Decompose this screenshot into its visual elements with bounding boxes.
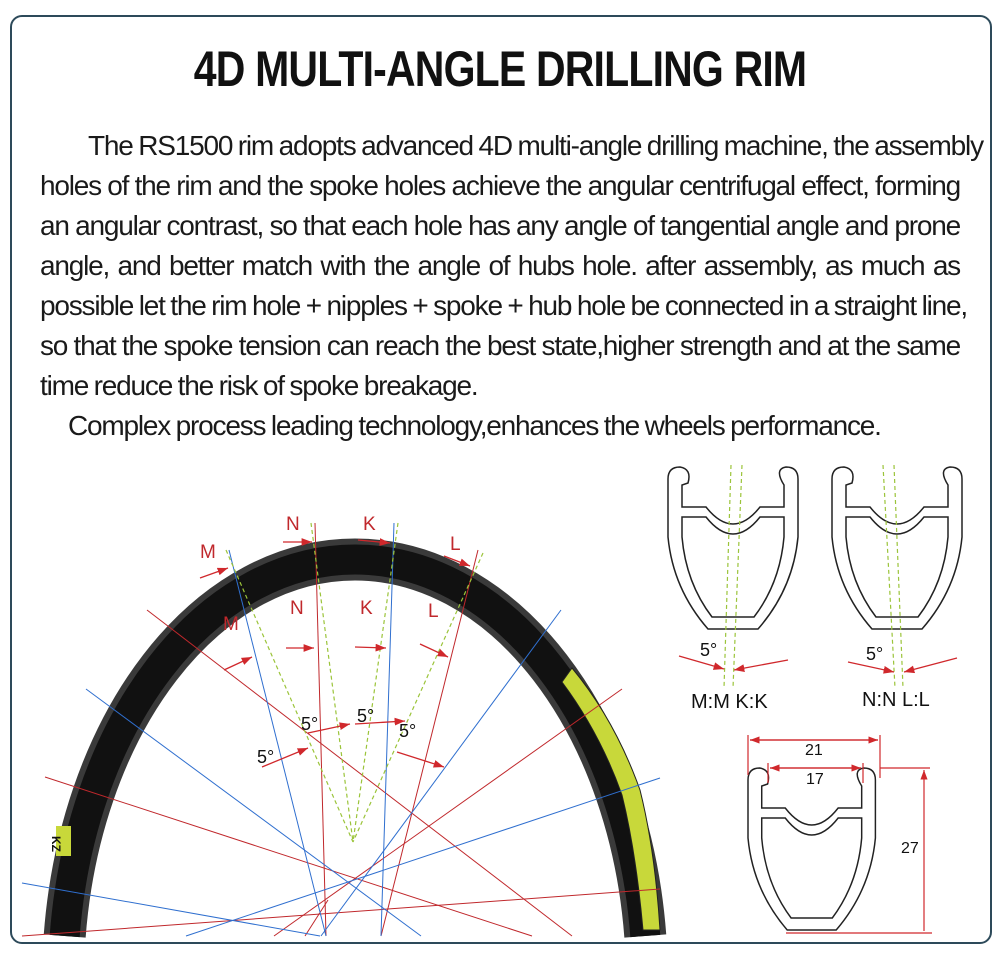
spoke [228,549,327,937]
wheel: KZ M N K L M [21,514,667,938]
spoke [185,777,661,937]
section-caption: N:N L:L [862,689,930,711]
page-title: 4D MULTI-ANGLE DRILLING RIM [193,41,807,97]
label-arrows [199,538,471,768]
section-angle: 5° [700,640,717,660]
rim-decal [561,667,661,931]
description-line: time reduce the risk of spoke breakage. [40,370,479,401]
description-line: so that the spoke tension can reach the … [40,330,961,361]
angle-label: 5° [399,721,416,741]
label-k-outer: K [363,514,376,535]
rim-band [49,544,661,938]
spoke-axis-dashed [225,522,484,843]
label-m-inner: M [223,614,239,635]
section-caption: M:M K:K [691,691,768,713]
description-line: angle, and better match with the angle o… [40,250,961,281]
cross-section-nl: 5° N:N L:L [831,464,963,711]
angle-label: 5° [357,706,374,726]
dimension-inner-width: 17 [806,771,824,788]
spoke [314,522,327,937]
spoke [146,609,573,937]
spoke [21,888,661,937]
kz-decal [56,826,71,856]
description-line: possible let the rim hole + nipples + sp… [40,290,968,321]
spoke [320,609,562,937]
spoke [273,688,623,937]
angle-label: 5° [301,714,318,734]
description-line: The RS1500 rim adopts advanced 4D multi-… [88,130,984,161]
label-l-outer: L [450,534,461,555]
angle-label: 5° [257,747,274,767]
spoke [380,522,395,937]
description: The RS1500 rim adopts advanced 4D multi-… [40,126,984,446]
dimension-drawing: 21 17 27 [747,735,932,934]
label-k-inner: K [360,598,373,619]
spokes-blue [21,522,661,937]
cross-section-mk: 5° M:M K:K [667,464,799,713]
spoke [304,899,329,937]
label-m-outer: M [200,542,216,563]
spokes-red [21,522,661,937]
hole-labels: M N K L M N K L [200,514,461,635]
spoke [21,882,321,937]
label-n-outer: N [286,514,300,535]
label-l-inner: L [428,601,439,622]
product-panel [10,15,992,944]
kz-decal-text: KZ [49,836,63,852]
angle-labels: 5° 5° 5° 5° [257,706,416,767]
description-line: an angular contrast, so that each hole h… [40,210,961,241]
section-angle: 5° [866,644,883,664]
label-n-inner: N [290,598,304,619]
spoke [85,688,422,937]
spoke [44,776,533,937]
dimension-height: 27 [901,840,919,857]
description-line: holes of the rim and the spoke holes ach… [40,170,961,201]
spoke [380,549,479,937]
dimension-outer-width: 21 [805,742,823,759]
tagline: Complex process leading technology,enhan… [68,410,882,441]
